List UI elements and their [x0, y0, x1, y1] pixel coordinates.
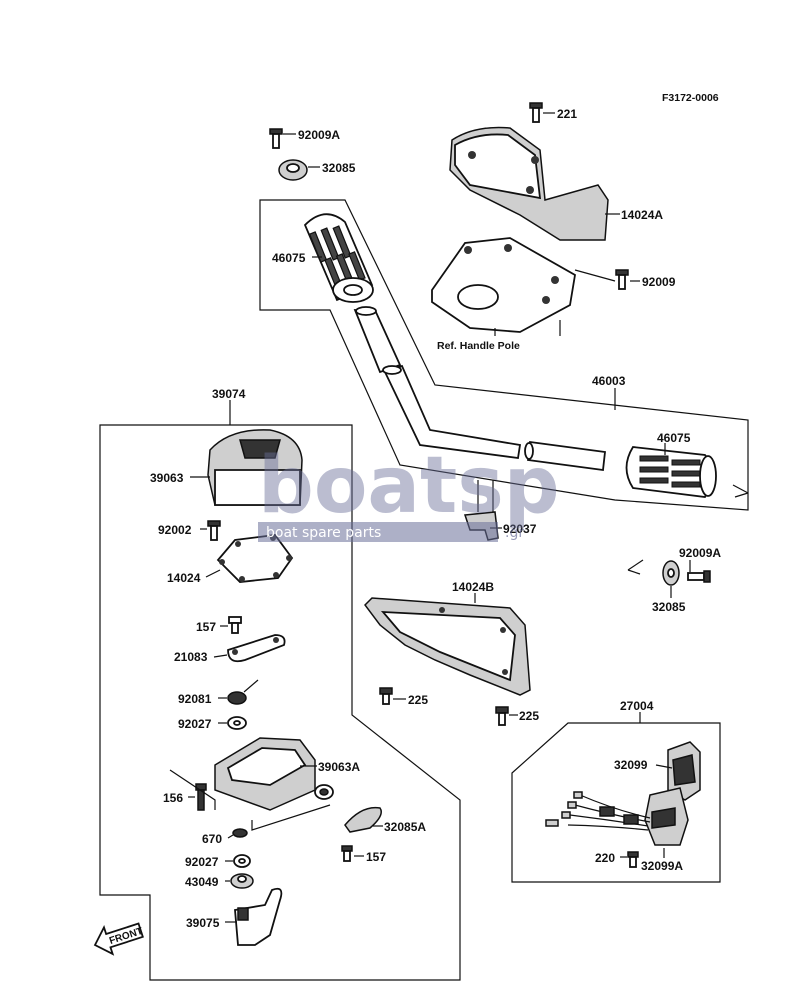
front-arrow: FRONT: [93, 922, 144, 956]
watermark-suffix: .gr: [505, 525, 524, 541]
right-grip: [625, 446, 717, 498]
label-221: 221: [557, 107, 577, 121]
label-14024: 14024: [167, 571, 201, 585]
label-225-right: 225: [519, 709, 539, 723]
washer-92027-top: [227, 716, 247, 730]
label-157-top: 157: [196, 620, 216, 634]
label-92009A-top: 92009A: [298, 128, 340, 142]
label-92027-bottom: 92027: [185, 855, 219, 869]
group-27004-outline: [511, 722, 721, 883]
ref-handle-pole-note: Ref. Handle Pole: [437, 340, 520, 352]
label-225-left: 225: [408, 693, 428, 707]
label-32085-right: 32085: [652, 600, 686, 614]
label-39074: 39074: [212, 387, 246, 401]
washer-32085-right: [662, 560, 680, 586]
label-92009A-right: 92009A: [679, 546, 721, 560]
handle-cover-14024A: [449, 126, 609, 241]
label-157-bottom: 157: [366, 850, 386, 864]
label-43049: 43049: [185, 875, 219, 889]
screw-92009: [615, 269, 629, 290]
handlebar-assembly-outline: [259, 199, 749, 511]
label-14024B: 14024B: [452, 580, 494, 594]
label-46075-left: 46075: [272, 251, 306, 265]
watermark-tagline: boat spare parts: [266, 525, 381, 541]
label-32085A: 32085A: [384, 820, 426, 834]
label-92037: 92037: [503, 522, 537, 536]
screw-92002: [207, 520, 221, 541]
label-670: 670: [202, 832, 222, 846]
switch-unit-32099: [667, 741, 701, 801]
watermark-brand: boatsp: [258, 441, 560, 531]
screw-157-bottom: [341, 845, 353, 862]
label-32099A: 32099A: [641, 859, 683, 873]
label-92027-top: 92027: [178, 717, 212, 731]
label-39075: 39075: [186, 916, 220, 930]
label-220: 220: [595, 851, 615, 865]
label-32085-top: 32085: [322, 161, 356, 175]
gasket-14024: [216, 534, 294, 583]
screw-92009A-right: [687, 570, 711, 583]
switch-housing-39063A: [214, 737, 334, 811]
label-92009: 92009: [642, 275, 676, 289]
label-46003: 46003: [592, 374, 626, 388]
watermark: boatsp boat spare parts .gr: [258, 441, 560, 542]
label-156: 156: [163, 791, 183, 805]
lower-cover-14024B: [364, 597, 531, 696]
spring-92081: [227, 679, 259, 705]
lever-21083: [227, 634, 286, 663]
washer-32085-top: [278, 159, 308, 181]
figure-code: F3172-0006: [662, 92, 719, 104]
screw-157-top: [228, 616, 242, 634]
group-39074-outline: [99, 424, 461, 981]
clip-32085A: [344, 806, 382, 833]
label-39063: 39063: [150, 471, 184, 485]
screw-220: [627, 851, 639, 868]
screw-221: [529, 102, 543, 123]
nut-43049: [230, 873, 254, 889]
handlebar-tube: [353, 306, 606, 472]
switch-cover-39063: [207, 429, 303, 506]
throttle-lever-39075: [234, 887, 283, 946]
screw-225-left: [379, 687, 393, 705]
label-92002: 92002: [158, 523, 192, 537]
switch-unit-32099A: [644, 787, 689, 846]
screw-92009A-top: [269, 128, 283, 149]
label-32099: 32099: [614, 758, 648, 772]
left-grip: [303, 213, 374, 303]
wire-harness: [545, 791, 651, 831]
oring-670: [232, 828, 248, 838]
handle-pole-plate: [431, 237, 576, 336]
label-27004: 27004: [620, 699, 654, 713]
label-21083: 21083: [174, 650, 208, 664]
screw-225-right: [495, 706, 509, 726]
label-92081: 92081: [178, 692, 212, 706]
label-14024A: 14024A: [621, 208, 663, 222]
label-39063A: 39063A: [318, 760, 360, 774]
label-46075-right: 46075: [657, 431, 691, 445]
washer-92027-bottom: [233, 854, 251, 868]
